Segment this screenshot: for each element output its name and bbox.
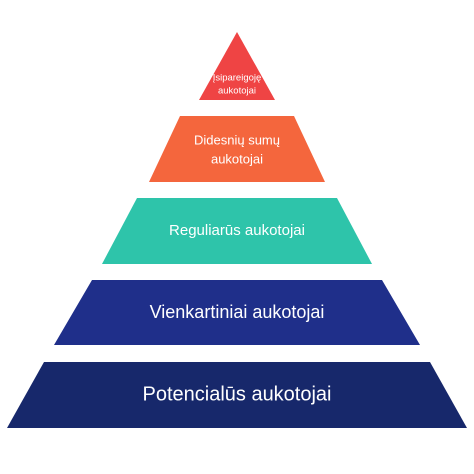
tier-shape (7, 362, 467, 428)
tier-label-line: Potencialūs aukotojai (142, 383, 331, 405)
tier-major-donors: Didesnių sumų aukotojai (149, 116, 325, 182)
tier-shape (54, 280, 420, 345)
tier-shape (199, 32, 275, 100)
tier-committed-donors: Įsipareigoję aukotojai (199, 32, 275, 100)
tier-potential-donors: Potencialūs aukotojai (7, 362, 467, 428)
tier-label-line: Vienkartiniai aukotojai (150, 302, 325, 322)
tier-label-line: Įsipareigoję (213, 73, 262, 84)
tier-label-line: aukotojai (211, 151, 263, 166)
tier-one-time-donors: Vienkartiniai aukotojai (54, 280, 420, 345)
tier-label-line: Reguliarūs aukotojai (169, 222, 305, 239)
tier-label-line: Didesnių sumų (194, 132, 280, 147)
tier-regular-donors: Reguliarūs aukotojai (102, 198, 372, 264)
tier-shape (149, 116, 325, 182)
tier-label-line: aukotojai (218, 86, 256, 97)
tier-shape (102, 198, 372, 264)
